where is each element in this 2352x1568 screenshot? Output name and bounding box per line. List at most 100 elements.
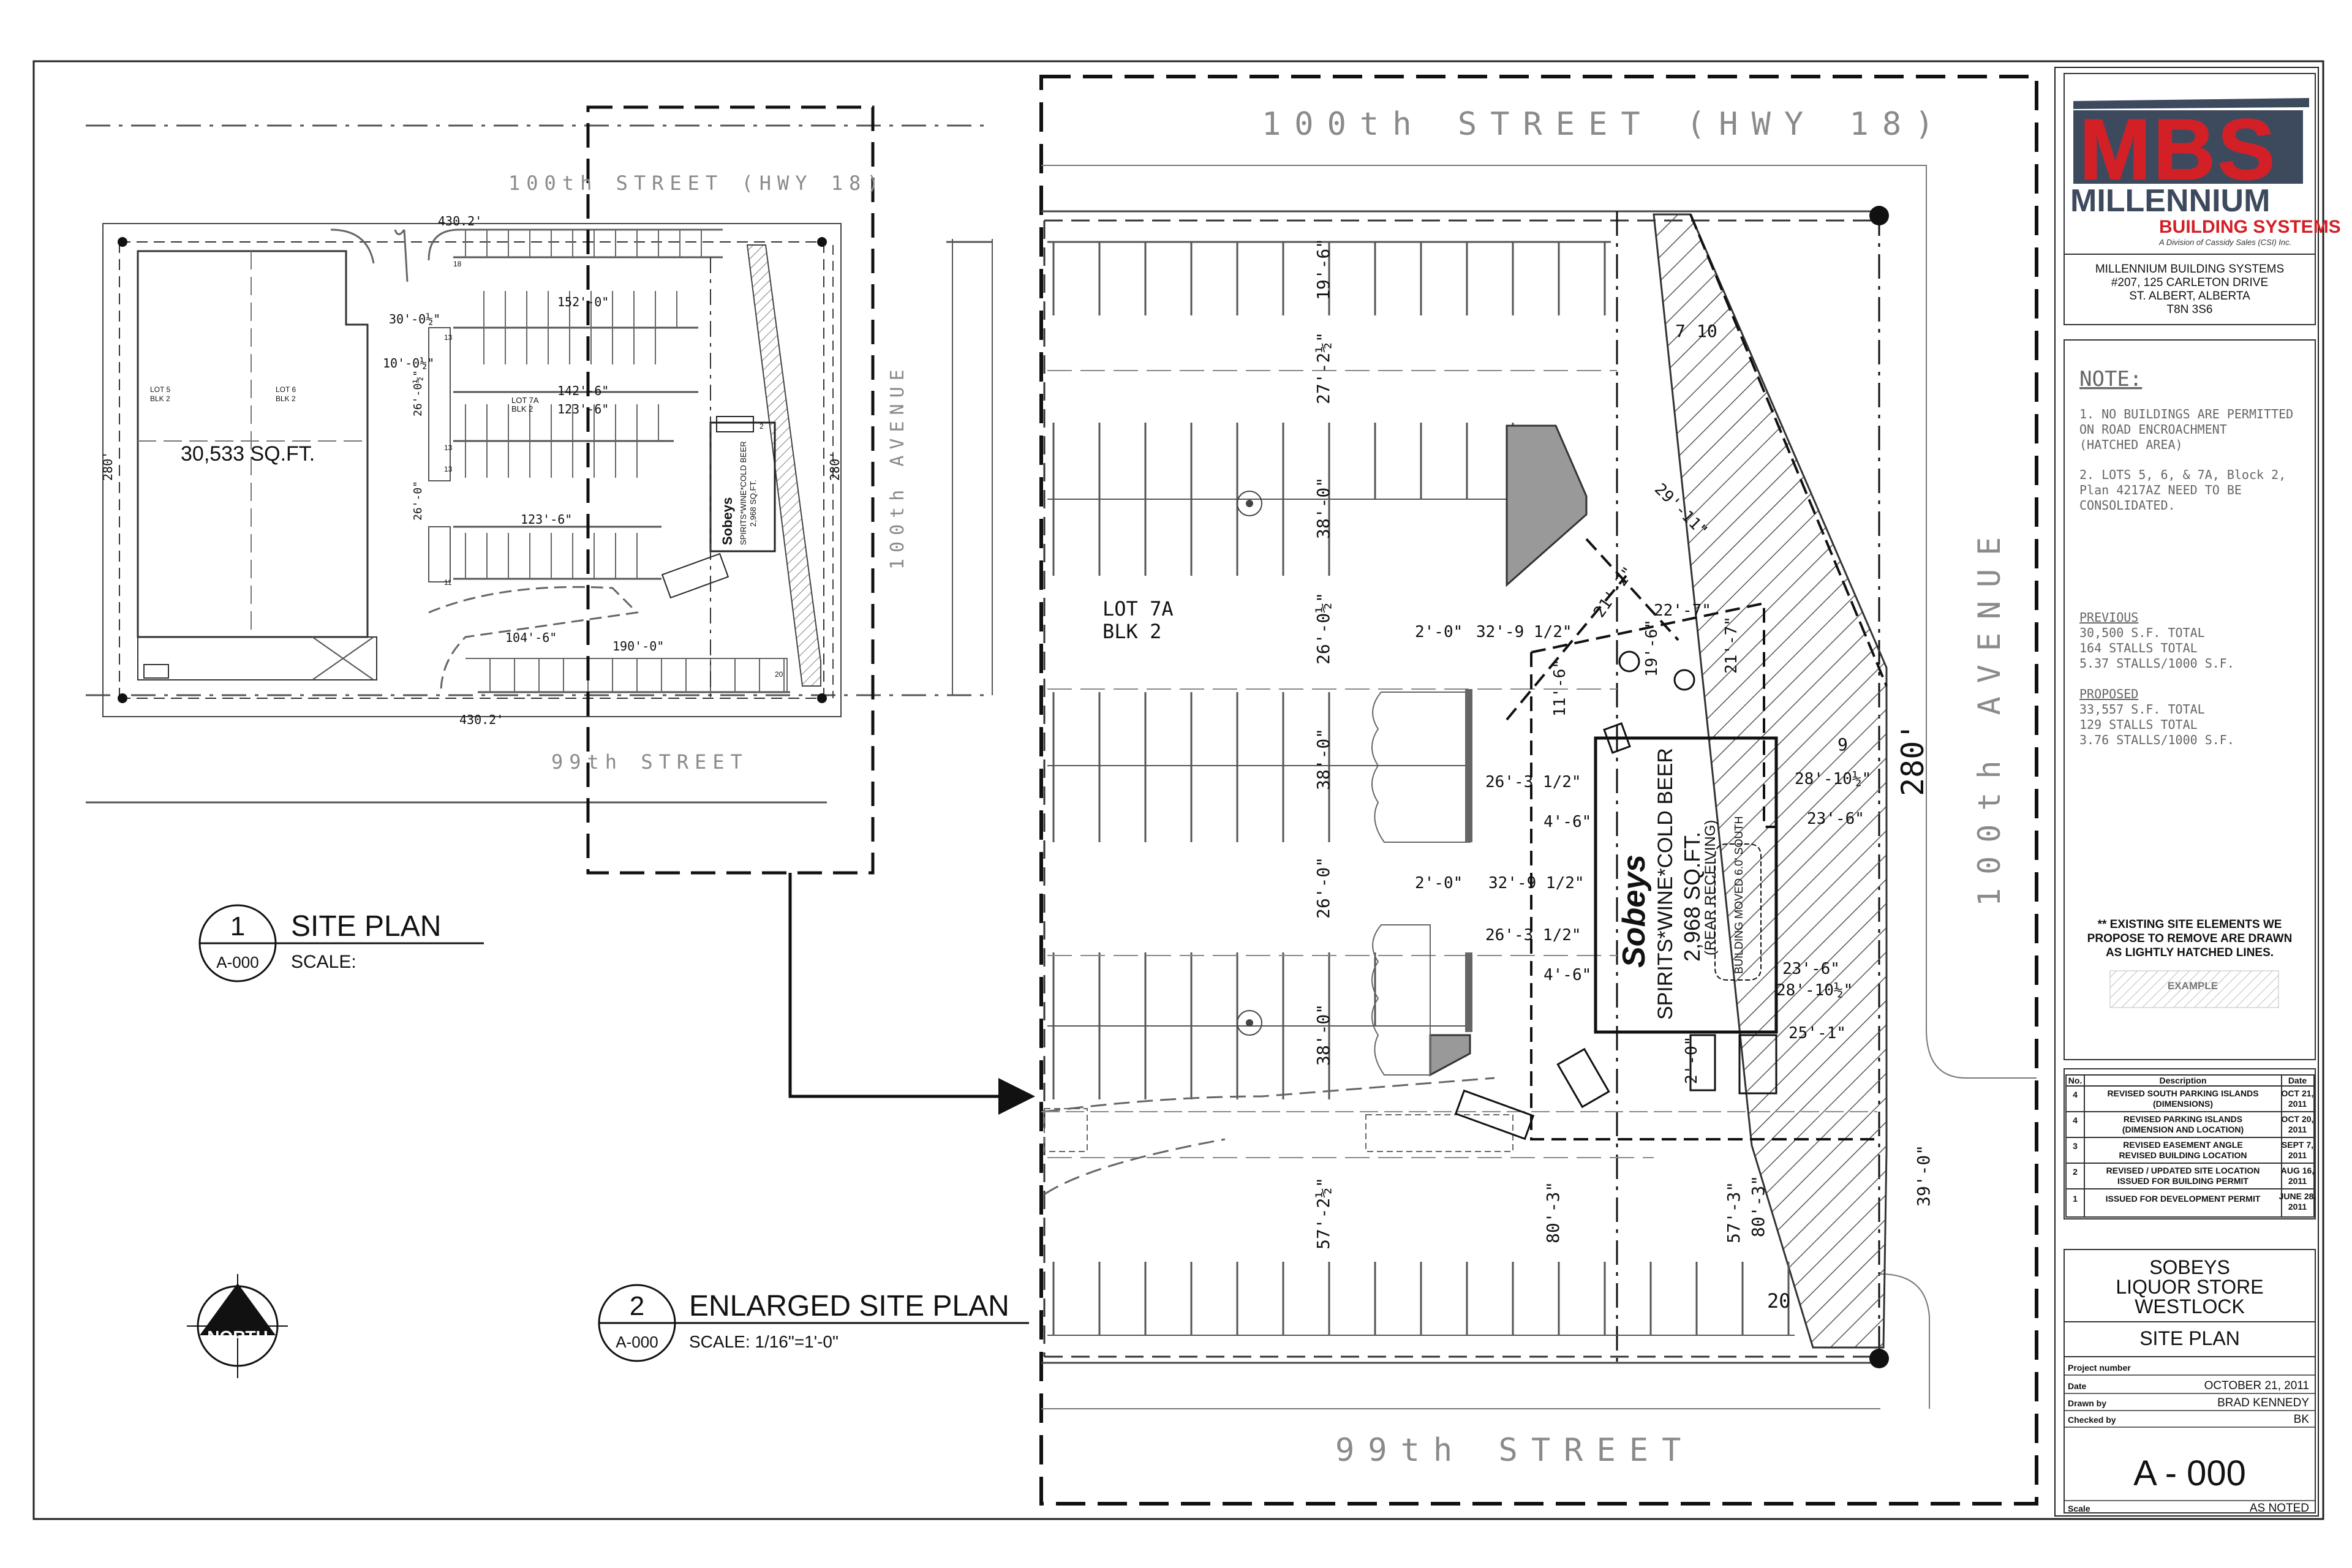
rev-no: 1: [2073, 1194, 2078, 1204]
site-plan-parking-stalls: [453, 256, 790, 693]
rev-date: 2011: [2288, 1176, 2307, 1186]
existing-note-line: AS LIGHTLY HATCHED LINES.: [2106, 946, 2274, 959]
ep-dim: 38'-0": [1313, 1004, 1333, 1066]
rev-desc: REVISED BUILDING LOCATION: [2119, 1150, 2247, 1160]
rev-header: Date: [2288, 1076, 2307, 1085]
rev-date: JUNE 28,: [2279, 1191, 2316, 1201]
previous-line: 164 STALLS TOTAL: [2079, 641, 2198, 655]
note-line: Plan 4217AZ NEED TO BE: [2079, 483, 2242, 497]
rev-no: 4: [2073, 1115, 2078, 1125]
ep-dim: 28'-10½": [1795, 770, 1871, 788]
note-line: 1. NO BUILDINGS ARE PERMITTED: [2079, 407, 2293, 421]
ep-dim: 57'-3": [1724, 1182, 1744, 1243]
logo-mbs: MBS: [2079, 101, 2277, 197]
rev-desc: (DIMENSIONS): [2153, 1099, 2213, 1109]
example-label: EXAMPLE: [2168, 980, 2218, 992]
sp1-frontage-left: 280': [100, 451, 115, 481]
rev-desc: ISSUED FOR BUILDING PERMIT: [2117, 1176, 2248, 1186]
sp1-stall-count: 2: [760, 422, 764, 431]
ep-dim: 4'-6": [1544, 966, 1591, 984]
project-line: SOBEYS: [2149, 1256, 2230, 1278]
rev-date: 2011: [2288, 1125, 2307, 1134]
ep-dim: 19'-6": [1313, 238, 1333, 300]
sp1-street-north: 100th STREET (HWY 18): [508, 172, 885, 195]
rev-desc: REVISED PARKING ISLANDS: [2124, 1114, 2242, 1124]
ep-dim: 19'-6": [1643, 619, 1661, 677]
sheet-number: A - 000: [2133, 1453, 2246, 1493]
proposed-line: 129 STALLS TOTAL: [2079, 717, 2198, 732]
project-number-label: Project number: [2068, 1363, 2131, 1373]
sp1-dim: 123'-6": [557, 402, 609, 417]
sp1-street-south: 99th STREET: [551, 750, 748, 774]
ep-dim: 38'-0": [1313, 728, 1333, 790]
ep-building-line1: SPIRITS*WINE*COLD BEER: [1654, 748, 1677, 1020]
checked-label: Checked by: [2068, 1415, 2116, 1425]
rev-desc: (DIMENSION AND LOCATION): [2122, 1125, 2244, 1134]
note-line: (HATCHED AREA): [2079, 437, 2183, 452]
note-line: CONSOLIDATED.: [2079, 498, 2176, 513]
sp1-blk-5: BLK 2: [150, 394, 170, 403]
rev-desc: ISSUED FOR DEVELOPMENT PERMIT: [2106, 1194, 2261, 1204]
sp1-avenue: 100th AVENUE: [887, 363, 908, 570]
ep-dim: 39'-0": [1913, 1145, 1934, 1207]
sp1-building-area: 2,968 SQ.FT.: [748, 480, 758, 527]
sp1-sheet: A-000: [216, 953, 258, 971]
ep-stall-count: 7: [1675, 321, 1686, 341]
ep-building-brand: Sobeys: [1616, 854, 1652, 968]
ep-lot: LOT 7A: [1102, 597, 1174, 620]
ep-frontage: 280': [1895, 723, 1931, 796]
sp1-lot7a: LOT 7A: [511, 396, 539, 405]
ep-dim: 28'-10½": [1776, 981, 1853, 1000]
ep-title: ENLARGED SITE PLAN: [689, 1290, 1009, 1322]
ep-dim: 2'-0": [1683, 1036, 1701, 1084]
rev-header: No.: [2068, 1076, 2082, 1085]
ep-dim: 21'-2": [1590, 564, 1638, 621]
sheet-border: [32, 60, 2324, 1520]
sp1-scale: SCALE:: [291, 952, 356, 972]
address-line: MILLENNIUM BUILDING SYSTEMS: [2095, 263, 2284, 276]
project-line: LIQUOR STORE: [2116, 1276, 2263, 1298]
ep-dim: 80'-3": [1748, 1175, 1768, 1237]
ep-dimensions-horizontal: 2'-0" 32'-9 1/2" 26'-3 1/2" 4'-6" 2'-0" …: [1415, 601, 1871, 1042]
sp1-area: 30,533 SQ.FT.: [181, 442, 315, 466]
enlarge-arrow: [788, 873, 1035, 1115]
sp1-lot-width-bottom: 430.2': [459, 712, 503, 727]
sp1-title: SITE PLAN: [291, 910, 441, 943]
ep-dim: 26'-0½": [1313, 592, 1333, 665]
rev-desc: REVISED / UPDATED SITE LOCATION: [2106, 1166, 2260, 1175]
address-line: #207, 125 CARLETON DRIVE: [2111, 276, 2268, 289]
ep-dim: 25'-1": [1789, 1024, 1846, 1042]
drawn-value: BRAD KENNEDY: [2217, 1396, 2309, 1409]
ep-stall-count: 20: [1767, 1289, 1791, 1313]
north-label: NORTH: [207, 1327, 268, 1346]
ep-dim: 11'-6": [1551, 659, 1569, 717]
ep-dim: 32'-9 1/2": [1476, 623, 1572, 641]
scale-label: Scale: [2068, 1504, 2090, 1513]
previous-line: 5.37 STALLS/1000 S.F.: [2079, 656, 2234, 671]
sp1-number: 1: [230, 911, 245, 941]
rev-header: Description: [2159, 1076, 2206, 1085]
sp1-stall-count: 13: [444, 333, 453, 342]
ep-avenue: 100th AVENUE: [1972, 524, 2007, 907]
previous-title: PREVIOUS: [2079, 610, 2138, 625]
address-line: ST. ALBERT, ALBERTA: [2129, 290, 2250, 303]
ep-dim: 57'-2½": [1313, 1177, 1333, 1250]
ep-dim: 38'-0": [1313, 477, 1333, 539]
ep-number: 2: [630, 1291, 644, 1321]
date-label: Date: [2068, 1381, 2087, 1391]
existing-note-line: PROPOSE TO REMOVE ARE DRAWN: [2087, 932, 2293, 945]
sp1-lot-width-top: 430.2': [438, 214, 482, 228]
ep-dim: 26'-0": [1313, 857, 1333, 919]
rev-date: OCT 20,: [2282, 1114, 2314, 1124]
note-line: ON ROAD ENCROACHMENT: [2079, 422, 2227, 437]
sp1-dim: 104'-6": [505, 630, 557, 645]
ep-dim: 80'-3": [1543, 1182, 1563, 1243]
site-plan-1-label: 1 A-000 SITE PLAN SCALE:: [198, 904, 484, 982]
ep-building-note: (REAR RECEIVING): [1702, 820, 1719, 956]
sp1-blk-6: BLK 2: [276, 394, 296, 403]
sp1-dim: 142'-6": [557, 383, 609, 398]
ep-street-south: 99th STREET: [1335, 1432, 1694, 1469]
ep-dim: 23'-6": [1782, 960, 1840, 978]
ep-stall-count: 9: [1838, 734, 1848, 755]
proposed-title: PROPOSED: [2079, 687, 2138, 701]
